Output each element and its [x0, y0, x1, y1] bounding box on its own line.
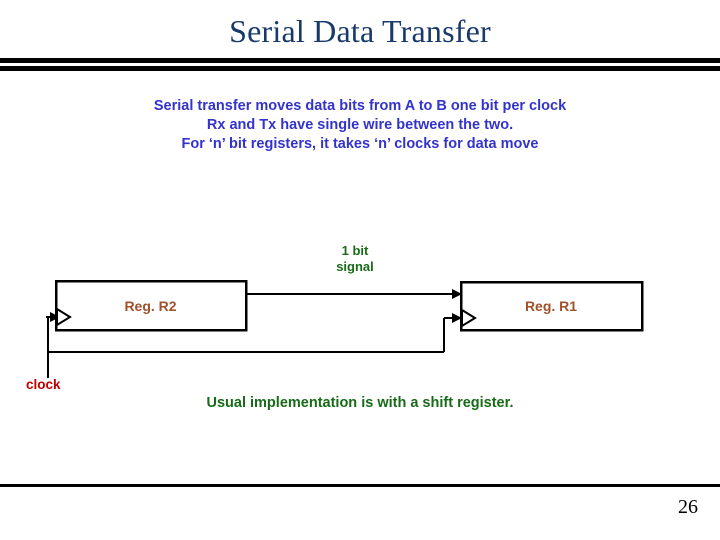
signal-label-line-2: signal — [336, 259, 374, 274]
reg-r2-label: Reg. R2 — [124, 298, 177, 314]
implementation-note: Usual implementation is with a shift reg… — [206, 395, 514, 411]
clock-wire — [46, 316, 452, 378]
page-number: 26 — [678, 496, 698, 518]
title-divider-lower — [0, 66, 720, 71]
body-line-1: Serial transfer moves data bits from A t… — [153, 98, 567, 114]
footer-divider — [0, 484, 720, 487]
clock-arrowhead-r1 — [452, 313, 462, 323]
clock-label: clock — [26, 377, 61, 392]
page-title: Serial Data Transfer — [229, 13, 491, 49]
body-line-3: For ‘n’ bit registers, it takes ‘n’ cloc… — [181, 136, 539, 152]
body-text: Serial transfer moves data bits from A t… — [0, 97, 720, 154]
reg-r1-label: Reg. R1 — [524, 298, 578, 314]
body-line-2: Rx and Tx have single wire between the t… — [206, 117, 514, 133]
title-divider-upper — [0, 58, 720, 63]
signal-label: 1 bit signal — [295, 243, 415, 275]
signal-label-line-1: 1 bit — [341, 243, 369, 258]
